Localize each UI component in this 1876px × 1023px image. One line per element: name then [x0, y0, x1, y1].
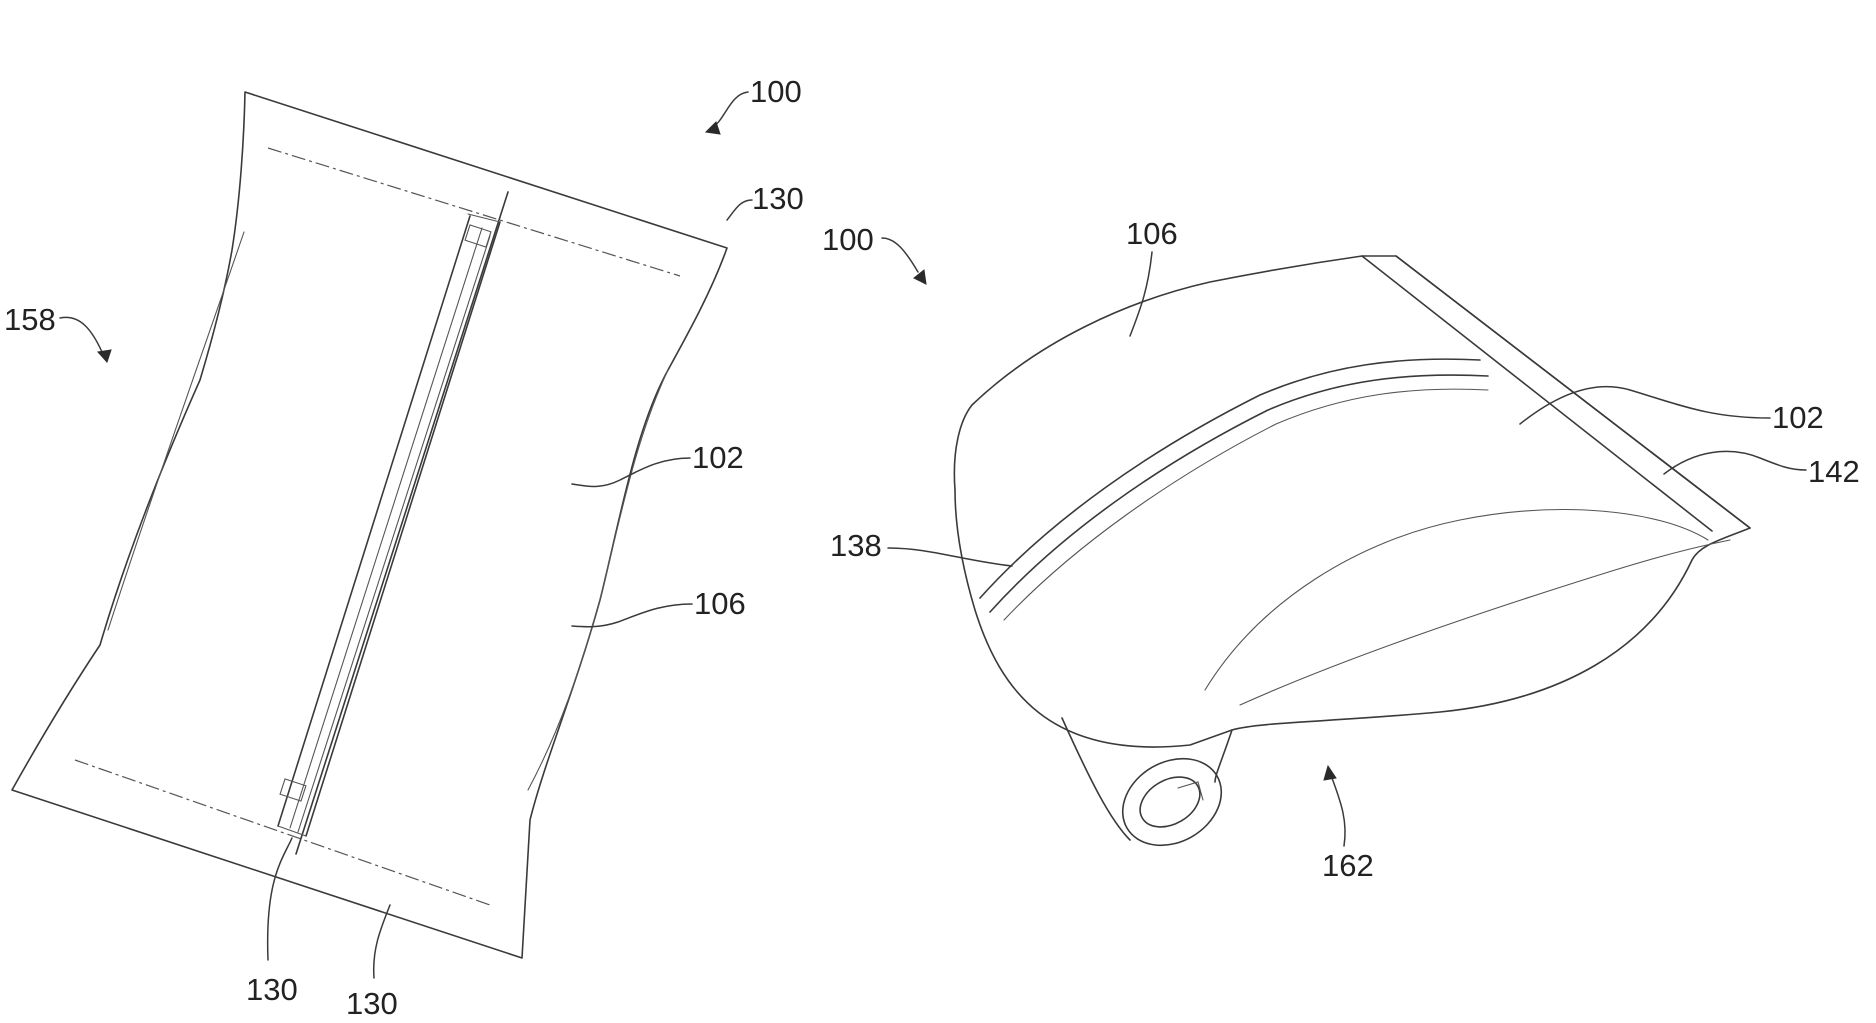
arrowhead-100-right — [914, 270, 926, 284]
leader-130-bottom-b — [374, 905, 390, 978]
leader-142 — [1664, 451, 1806, 474]
leader-138 — [888, 548, 1012, 566]
zipper-stop-top — [465, 225, 491, 247]
label-142: 142 — [1808, 454, 1860, 489]
label-100-right: 100 — [822, 222, 874, 257]
label-158: 158 — [4, 302, 56, 337]
arrowhead-100-left — [706, 122, 720, 134]
zipper-band-upper — [980, 359, 1480, 598]
leader-106-right — [1130, 252, 1152, 336]
roll-side-left — [1062, 718, 1130, 840]
label-100-left: 100 — [750, 74, 802, 109]
label-102-right: 102 — [1772, 400, 1824, 435]
roll-outer-ellipse — [1107, 741, 1237, 862]
leader-162 — [1332, 778, 1345, 846]
label-106-right: 106 — [1126, 216, 1178, 251]
zipper-band-lower — [990, 375, 1488, 612]
right-crease-line — [528, 370, 668, 790]
leader-102-right — [1520, 387, 1770, 424]
label-162: 162 — [1322, 848, 1374, 883]
roll-side-right — [1215, 730, 1232, 782]
leader-100-right — [882, 238, 918, 272]
flat-pouch-view: 100 130 158 102 106 130 130 — [4, 74, 804, 1021]
left-gusset-line — [108, 232, 244, 630]
leader-130-bottom-a — [268, 838, 292, 960]
arrowhead-162 — [1324, 766, 1336, 780]
seal-band-outer — [1362, 256, 1712, 531]
zipper-strip — [278, 192, 508, 854]
fold-curve-upper — [1205, 510, 1708, 690]
zipper-band-edge — [1004, 389, 1488, 620]
bottom-seal-line — [75, 760, 490, 905]
rolled-pouch-view: 100 106 102 142 138 162 — [822, 216, 1860, 883]
rolled-end — [1062, 718, 1237, 863]
pouch-outline — [12, 92, 727, 958]
label-106-left: 106 — [694, 586, 746, 621]
leader-158 — [60, 317, 102, 352]
label-138: 138 — [830, 528, 882, 563]
label-130-top: 130 — [752, 181, 804, 216]
roll-inner-ellipse — [1131, 767, 1208, 837]
leader-130-top — [727, 200, 752, 220]
fold-curve-lower — [1240, 540, 1730, 705]
label-130-bottom-a: 130 — [246, 972, 298, 1007]
arrowhead-158 — [98, 350, 111, 362]
label-102-left: 102 — [692, 440, 744, 475]
rolled-body-outline — [954, 256, 1750, 747]
leader-100-left — [712, 92, 748, 128]
leader-106-left — [572, 604, 692, 627]
label-130-bottom-b: 130 — [346, 986, 398, 1021]
